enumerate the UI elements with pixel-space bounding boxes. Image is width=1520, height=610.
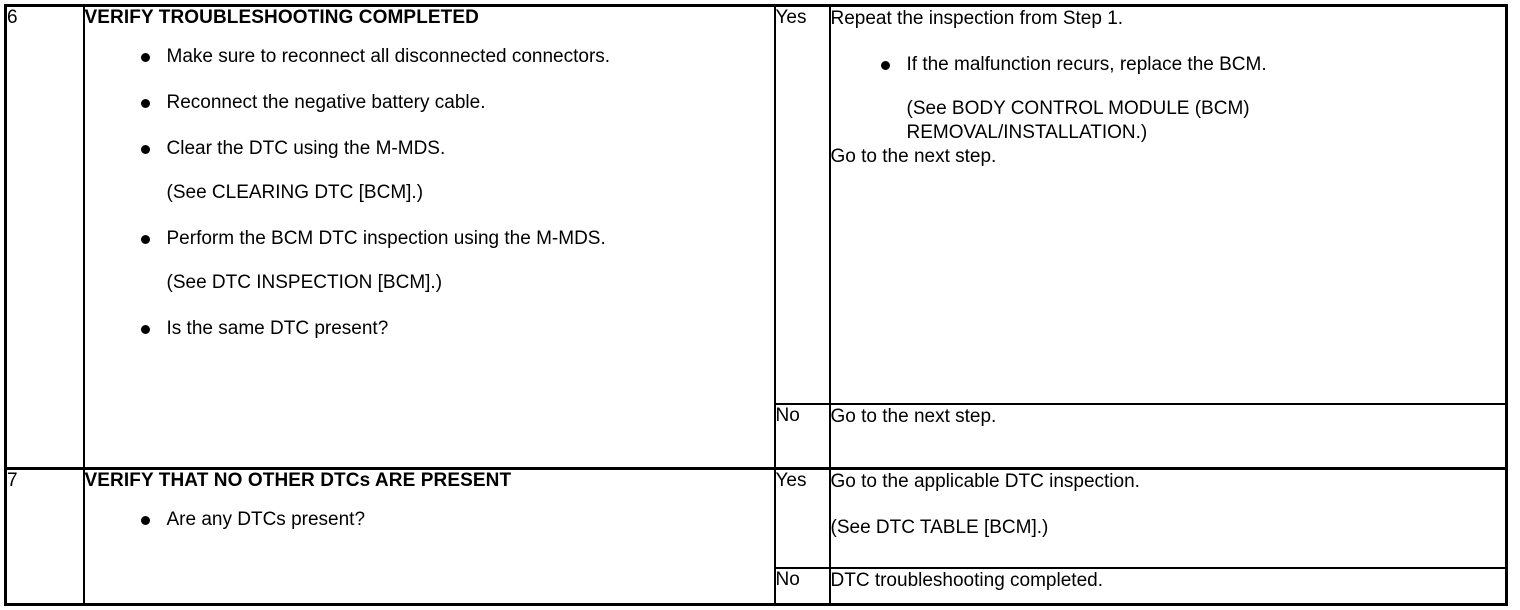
list-item: Clear the DTC using the M-MDS. (See CLEA… [85, 137, 774, 205]
step-bullet-list: Are any DTCs present? [85, 508, 774, 532]
step-number-cell: 6 [4, 4, 85, 470]
list-item: Make sure to reconnect all disconnected … [85, 45, 774, 69]
action-tail-text: Go to the next step. [830, 146, 997, 167]
action-lead-text: Repeat the inspection from Step 1. [830, 8, 1124, 29]
list-item-text: Is the same DTC present? [166, 318, 389, 339]
action-cell: Go to the applicable DTC inspection. (Se… [828, 466, 1508, 570]
list-item-text: Make sure to reconnect all disconnected … [166, 46, 611, 67]
judgement-label-cell: Yes [773, 4, 831, 406]
table-row: 7 VERIFY THAT NO OTHER DTCs ARE PRESENT … [4, 466, 1508, 606]
action-cell: Repeat the inspection from Step 1. If th… [828, 4, 1508, 406]
judgement-label-yes: Yes [775, 7, 807, 28]
step-content-cell: VERIFY TROUBLESHOOTING COMPLETED Make su… [82, 4, 776, 470]
list-item-text: Are any DTCs present? [166, 508, 366, 530]
bullet-icon [880, 61, 890, 70]
bullet-icon [140, 235, 150, 244]
table-row: No Go to the next step. [6, 403, 1508, 470]
action-lead-text: DTC troubleshooting completed. [830, 570, 1103, 592]
step-title: VERIFY TROUBLESHOOTING COMPLETED [84, 7, 479, 28]
troubleshooting-table: 6 VERIFY TROUBLESHOOTING COMPLETED Make … [4, 4, 1508, 606]
bullet-icon [140, 325, 150, 334]
action-cell: Go to the next step. [828, 403, 1508, 470]
judgement-label-cell: Yes [773, 466, 831, 570]
list-item-text: Clear the DTC using the M-MDS. [166, 138, 446, 159]
judgement-label-cell: No [773, 567, 831, 606]
step-number: 6 [7, 7, 18, 28]
action-lead-text: Go to the next step. [830, 406, 997, 428]
list-item-note: (See DTC INSPECTION [BCM].) [166, 272, 443, 293]
list-item-text: If the malfunction recurs, replace the B… [906, 54, 1267, 75]
list-item-note-line2: REMOVAL/INSTALLATION.) [906, 122, 1148, 143]
step-number-cell: 7 [4, 466, 85, 606]
table-row: 6 VERIFY TROUBLESHOOTING COMPLETED Make … [4, 4, 1508, 470]
bullet-icon [140, 53, 150, 62]
step-title: VERIFY THAT NO OTHER DTCs ARE PRESENT [84, 469, 512, 491]
judgement-label-yes: Yes [775, 469, 807, 491]
bullet-icon [140, 99, 150, 108]
list-item: Reconnect the negative battery cable. [85, 91, 774, 115]
list-item: Perform the BCM DTC inspection using the… [85, 227, 774, 295]
judgement-label-no: No [775, 569, 800, 591]
step-content-cell: VERIFY THAT NO OTHER DTCs ARE PRESENT Ar… [82, 466, 776, 606]
action-bullet-list: If the malfunction recurs, replace the B… [831, 53, 1506, 145]
list-item-note-line1: (See BODY CONTROL MODULE (BCM) [906, 98, 1250, 119]
step-number: 7 [7, 469, 18, 491]
judgement-label-no: No [775, 405, 800, 427]
list-item-text: Reconnect the negative battery cable. [166, 92, 486, 113]
action-tail-text: (See DTC TABLE [BCM].) [830, 516, 1049, 538]
list-item-text: Perform the BCM DTC inspection using the… [166, 228, 606, 249]
list-item: Are any DTCs present? [85, 508, 774, 532]
bullet-icon [140, 145, 150, 154]
list-item: Is the same DTC present? [85, 317, 774, 341]
list-item: If the malfunction recurs, replace the B… [831, 53, 1506, 145]
step-bullet-list: Make sure to reconnect all disconnected … [85, 45, 774, 341]
table-row: No DTC troubleshooting completed. [6, 567, 1508, 606]
action-lead-text: Go to the applicable DTC inspection. [830, 470, 1140, 492]
bullet-icon [140, 515, 150, 525]
action-cell: DTC troubleshooting completed. [828, 567, 1508, 606]
list-item-note: (See CLEARING DTC [BCM].) [166, 182, 424, 203]
judgement-label-cell: No [773, 403, 831, 470]
